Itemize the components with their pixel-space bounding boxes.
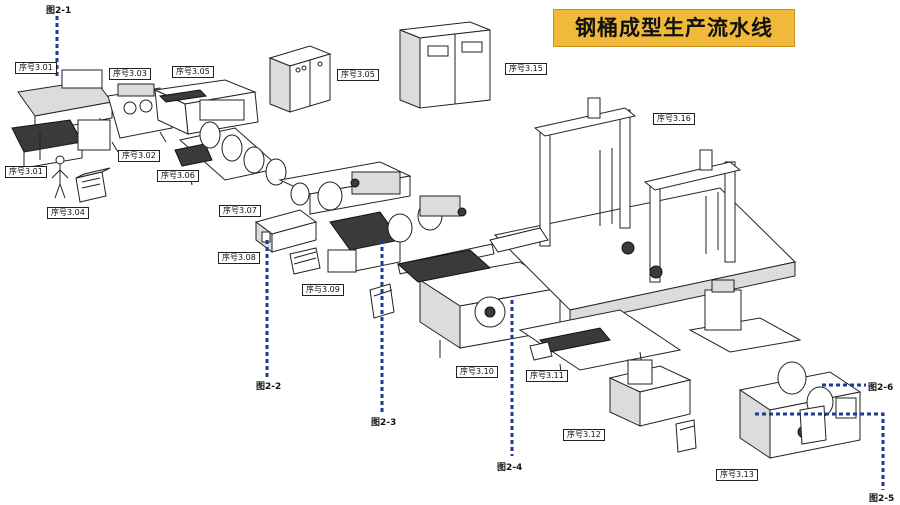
operator-figure [51, 155, 69, 199]
station-label-3-01-bottom: 序号3.01 [5, 166, 47, 178]
station-label-3-07: 序号3.07 [219, 205, 261, 217]
station-label-3-15: 序号3.15 [505, 63, 547, 75]
machine-3-08 [254, 209, 321, 275]
station-label-3-01-top: 序号3.01 [15, 62, 57, 74]
cabinet-3-04 [75, 167, 111, 203]
figure-ref-2-5: 图2-5 [869, 494, 895, 504]
machine-3-07 [278, 161, 412, 215]
machine-3-13 [688, 279, 862, 459]
figure-leaders [55, 16, 885, 490]
figure-ref-2-2: 图2-2 [256, 382, 282, 392]
station-label-3-05-welder: 序号3.05 [172, 66, 214, 78]
figure-ref-2-4: 图2-4 [497, 463, 523, 473]
station-label-3-12: 序号3.12 [563, 429, 605, 441]
station-label-3-05-cabinet: 序号3.05 [337, 69, 379, 81]
cabinet-3-05 [268, 45, 332, 113]
machine-3-06 [174, 121, 287, 186]
machine-3-01 [11, 69, 113, 169]
station-label-3-13: 序号3.13 [716, 469, 758, 481]
station-label-3-06: 序号3.06 [157, 170, 199, 182]
figure-ref-2-3: 图2-3 [371, 418, 397, 428]
station-label-3-16: 序号3.16 [653, 113, 695, 125]
cabinet-3-15 [399, 21, 491, 109]
figure-ref-2-1: 图2-1 [46, 6, 72, 16]
machine-3-05 [153, 79, 259, 135]
station-label-3-03: 序号3.03 [109, 68, 151, 80]
station-label-3-02: 序号3.02 [118, 150, 160, 162]
station-label-3-10: 序号3.10 [456, 366, 498, 378]
leader-2-5 [755, 412, 885, 490]
machine-3-11 [518, 309, 682, 381]
figure-ref-2-6: 图2-6 [868, 383, 894, 393]
diagram-title: 钢桶成型生产流水线 [553, 9, 795, 47]
station-label-3-04: 序号3.04 [47, 207, 89, 219]
machine-3-16 [489, 97, 797, 325]
station-label-3-08: 序号3.08 [218, 252, 260, 264]
station-label-3-11: 序号3.11 [526, 370, 568, 382]
machine-3-12 [608, 359, 697, 453]
station-label-3-09: 序与3.09 [302, 284, 344, 296]
